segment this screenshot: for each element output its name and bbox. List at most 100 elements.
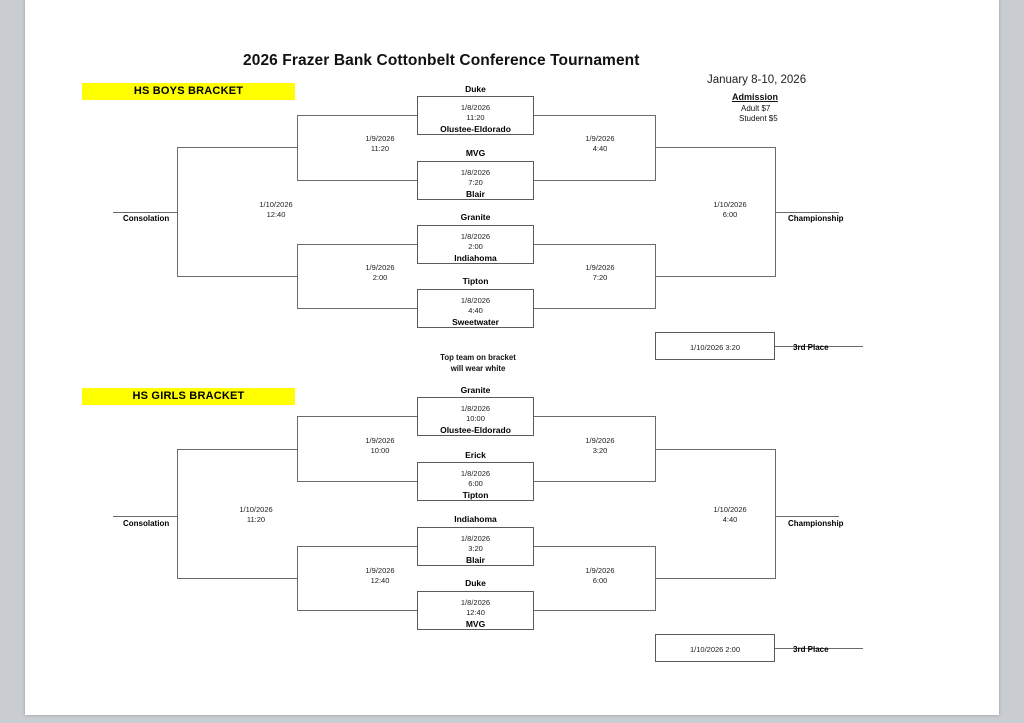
bracket-sheet: 2026 Frazer Bank Cottonbelt Conference T… xyxy=(25,0,999,715)
boys-line xyxy=(177,276,297,278)
girls-line xyxy=(113,516,177,518)
girls-line xyxy=(297,481,417,483)
boys-championship-date: 1/10/2026 xyxy=(713,200,747,209)
boys-line xyxy=(655,276,775,278)
boys-line xyxy=(534,180,655,182)
boys-qf1-box xyxy=(417,96,534,135)
boys-line xyxy=(297,244,299,309)
boys-qf3-date: 1/8/2026 xyxy=(460,232,491,241)
girls-consolation-time: 11:20 xyxy=(246,515,266,524)
boys-qf3-top-team: Granite xyxy=(460,212,491,222)
boys-line xyxy=(534,244,655,246)
girls-qf3-bottom-team: Blair xyxy=(466,555,485,565)
boys-championship-time: 6:00 xyxy=(722,210,738,219)
boys-qf4-time: 4:40 xyxy=(468,306,483,315)
boys-qf2-time: 7:20 xyxy=(468,178,483,187)
girls-qf2-time: 6:00 xyxy=(468,479,483,488)
girls-qf1-bottom-team: Olustee-Eldorado xyxy=(440,425,511,435)
boys-qf1-time: 11:20 xyxy=(466,113,485,122)
boys-qf3-time: 2:00 xyxy=(468,242,483,251)
girls-line xyxy=(177,449,179,579)
girls-qf4-box xyxy=(417,591,534,630)
boys-line xyxy=(775,346,863,348)
girls-qf2-box xyxy=(417,462,534,501)
boys-line xyxy=(113,212,177,214)
girls-line xyxy=(655,578,775,580)
boys-semifinal-left-2-time: 2:00 xyxy=(372,273,388,282)
boys-line xyxy=(297,308,417,310)
tournament-dates: January 8-10, 2026 xyxy=(707,74,807,86)
girls-line xyxy=(775,449,777,579)
boys-semifinal-right-2-date: 1/9/2026 xyxy=(585,263,615,272)
boys-qf2-top-team: MVG xyxy=(465,148,486,158)
girls-semifinal-right-1-time: 3:20 xyxy=(592,446,608,455)
girls-semifinal-left-1-date: 1/9/2026 xyxy=(365,436,395,445)
girls-line xyxy=(297,416,417,418)
girls-qf2-top-team: Erick xyxy=(465,450,486,460)
girls-qf3-box xyxy=(417,527,534,566)
girls-qf3-date: 1/8/2026 xyxy=(460,534,491,543)
boys-third-place-box xyxy=(655,332,775,360)
girls-qf4-bottom-team: MVG xyxy=(465,619,486,629)
girls-championship-date: 1/10/2026 xyxy=(713,505,747,514)
boys-qf3-bottom-team: Indiahoma xyxy=(454,253,497,263)
boys-consolation-time: 12:40 xyxy=(266,210,286,219)
boys-line xyxy=(297,115,299,181)
girls-line xyxy=(775,648,863,650)
girls-bracket-banner: HS GIRLS BRACKET xyxy=(82,388,295,405)
girls-semifinal-left-2-date: 1/9/2026 xyxy=(365,566,395,575)
girls-qf1-top-team: Granite xyxy=(460,385,491,395)
girls-semifinal-right-2-time: 6:00 xyxy=(592,576,608,585)
boys-qf4-box xyxy=(417,289,534,328)
girls-qf1-box xyxy=(417,397,534,436)
boys-semifinal-left-1-time: 11:20 xyxy=(370,144,390,153)
boys-third-place-datetime: 1/10/2026 3:20 xyxy=(689,343,741,352)
boys-semifinal-left-1-date: 1/9/2026 xyxy=(365,134,395,143)
document-page: 2026 Frazer Bank Cottonbelt Conference T… xyxy=(25,0,999,715)
boys-line xyxy=(297,180,417,182)
girls-semifinal-right-1-date: 1/9/2026 xyxy=(585,436,615,445)
boys-semifinal-right-2-time: 7:20 xyxy=(592,273,608,282)
boys-line xyxy=(297,115,417,117)
bracket-note-line2: will wear white xyxy=(450,364,506,373)
girls-line xyxy=(775,516,839,518)
girls-line xyxy=(297,546,299,611)
admission-adult: Adult $7 xyxy=(741,104,771,113)
girls-line xyxy=(177,578,297,580)
page-title: 2026 Frazer Bank Cottonbelt Conference T… xyxy=(243,52,640,69)
girls-qf2-bottom-team: Tipton xyxy=(462,490,489,500)
boys-qf2-box xyxy=(417,161,534,200)
boys-qf1-date: 1/8/2026 xyxy=(460,103,491,112)
boys-qf2-date: 1/8/2026 xyxy=(460,168,491,177)
girls-line xyxy=(655,449,775,451)
girls-third-place-label: 3rd Place xyxy=(793,645,829,654)
girls-consolation-label: Consolation xyxy=(123,519,170,528)
boys-line xyxy=(655,147,775,149)
girls-qf4-time: 12:40 xyxy=(466,608,485,617)
boys-qf1-top-team: Duke xyxy=(465,84,486,94)
girls-line xyxy=(177,449,297,451)
boys-qf2-bottom-team: Blair xyxy=(466,189,485,199)
girls-line xyxy=(297,610,417,612)
girls-championship-label: Championship xyxy=(788,519,844,528)
boys-bracket-banner: HS BOYS BRACKET xyxy=(82,83,295,100)
girls-semifinal-left-2-time: 12:40 xyxy=(370,576,390,585)
girls-third-place-datetime: 1/10/2026 2:00 xyxy=(689,645,741,654)
girls-qf1-time: 10:00 xyxy=(466,414,485,423)
girls-line xyxy=(534,416,655,418)
boys-qf1-bottom-team: Olustee-Eldorado xyxy=(440,124,511,134)
boys-championship-label: Championship xyxy=(788,214,844,223)
girls-line xyxy=(297,546,417,548)
admission-heading: Admission xyxy=(732,92,779,102)
girls-line xyxy=(534,546,655,548)
girls-line xyxy=(534,610,655,612)
girls-qf4-top-team: Duke xyxy=(465,578,486,588)
admission-student: Student $5 xyxy=(739,114,778,123)
boys-qf4-bottom-team: Sweetwater xyxy=(452,317,499,327)
boys-line xyxy=(177,147,179,277)
boys-line xyxy=(177,147,297,149)
boys-semifinal-right-1-time: 4:40 xyxy=(592,144,608,153)
girls-qf4-date: 1/8/2026 xyxy=(460,598,491,607)
boys-consolation-date: 1/10/2026 xyxy=(259,200,293,209)
boys-line xyxy=(775,212,839,214)
